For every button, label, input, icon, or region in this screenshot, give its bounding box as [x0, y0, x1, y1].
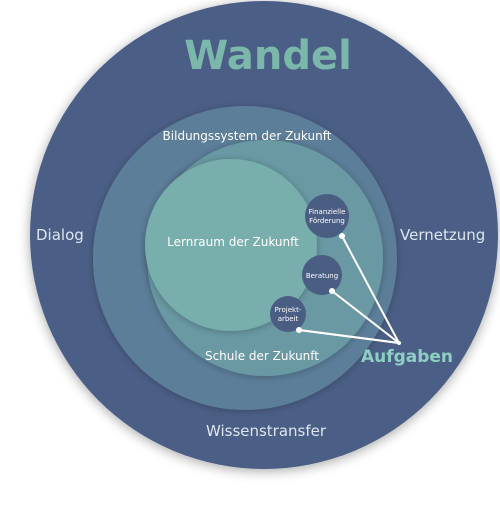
node-dot — [296, 327, 302, 333]
task-node-projektarbeit: Projekt- arbeit — [270, 296, 306, 333]
task-connectors — [298, 235, 400, 344]
label-wissenstransfer: Wissenstransfer — [206, 422, 327, 440]
node-dot — [329, 288, 335, 294]
node-label-line-1: Projekt- — [275, 306, 302, 314]
node-label-line-2: arbeit — [278, 315, 299, 323]
label-lernraum: Lernraum der Zukunft — [167, 235, 299, 249]
aufgaben-convergence-dot — [397, 341, 401, 345]
node-dot — [339, 233, 345, 239]
node-label-line-2: Förderung — [309, 217, 345, 225]
connector-foerderung — [341, 235, 400, 344]
connector-projektarbeit-2 — [298, 329, 400, 344]
node-circle — [270, 296, 306, 332]
node-label-line-1: Finanzielle — [309, 208, 346, 216]
node-circle — [302, 255, 342, 295]
node-circle — [305, 194, 349, 238]
label-aufgaben: Aufgaben — [361, 347, 453, 367]
label-dialog: Dialog — [36, 226, 84, 244]
core-circle-lernraum — [145, 159, 317, 331]
node-label-line-1: Beratung — [306, 272, 338, 280]
label-schule: Schule der Zukunft — [205, 349, 319, 363]
task-node-foerderung: Finanzielle Förderung — [305, 194, 349, 239]
label-bildungssystem: Bildungssystem der Zukunft — [163, 129, 332, 143]
label-vernetzung: Vernetzung — [400, 226, 485, 244]
diagram-title: Wandel — [184, 33, 352, 79]
connector-beratung — [331, 290, 400, 344]
task-node-beratung: Beratung — [302, 255, 342, 295]
